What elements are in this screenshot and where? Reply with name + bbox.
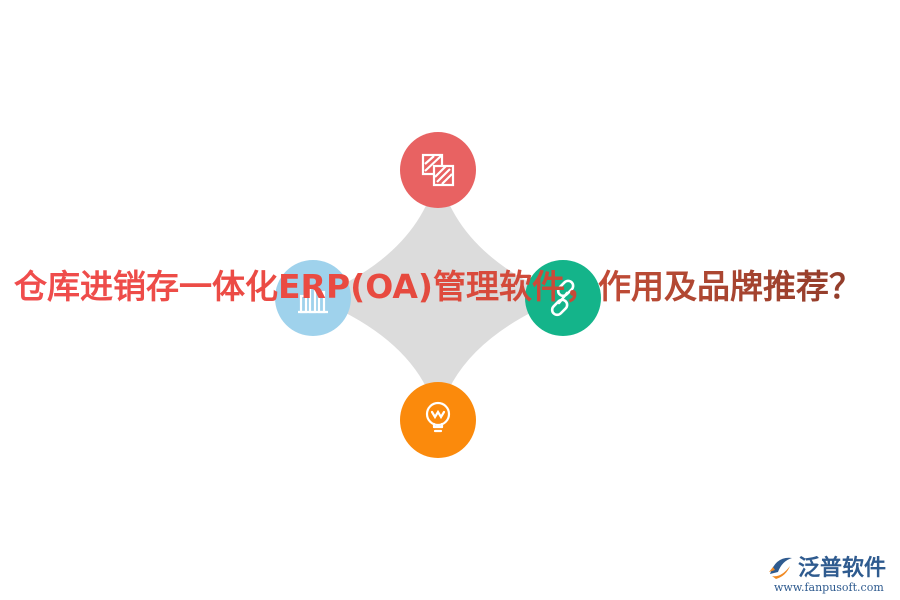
center-star-shape <box>313 170 563 420</box>
node-right <box>525 260 601 336</box>
brand-logo-url: www.fanpusoft.com <box>774 581 884 594</box>
brand-logo: 泛普软件 www.fanpusoft.com <box>766 550 896 596</box>
brand-logo-icon <box>769 557 792 579</box>
page-title: 仓库进销存一体化ERP(OA)管理软件，作用及品牌推荐？ <box>14 262 862 312</box>
page-title-text: 仓库进销存一体化ERP(OA)管理软件，作用及品牌推荐？ <box>14 267 863 306</box>
node-bottom <box>400 382 476 458</box>
bar-chart-icon <box>298 286 328 314</box>
node-left <box>275 260 351 336</box>
hatched-squares-icon <box>421 153 455 187</box>
node-top <box>400 132 476 208</box>
chain-link-icon <box>550 279 575 317</box>
brand-logo-name: 泛普软件 <box>798 556 887 581</box>
lightbulb-icon <box>425 401 451 433</box>
